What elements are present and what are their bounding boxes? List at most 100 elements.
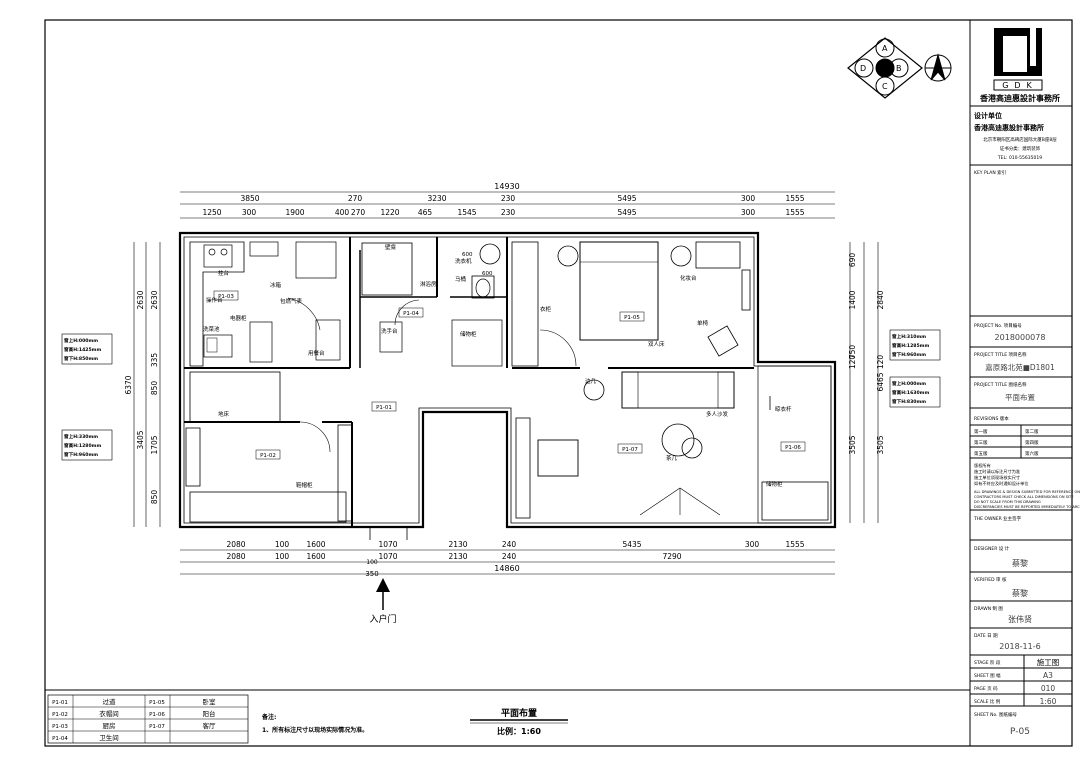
compass-c: C [882,82,888,91]
label-di-chuang: 地床 [218,410,230,418]
window-spec-bottom: 窗下H:960mm [64,451,98,458]
dim-left-inner: 850 [150,381,159,396]
compass-d: D [860,64,866,73]
entry-arrow [376,578,390,610]
plan-title: 平面布置 [501,707,537,719]
rev-5: 第五版 [974,450,988,457]
sheet-value: A3 [1043,671,1053,680]
legend-name: 卫生间 [99,733,119,742]
title-block: GDK 香港高迪惠設計事務所 设计单位 香港高迪惠設計事務所 北京市朝阳区高碑店… [970,28,1080,737]
window-spec-top: 窗上H:000mm [892,380,926,387]
logo-letters: GDK [1002,81,1038,90]
dim-top-row2: 300 [242,208,257,217]
label-xie-mao-gui: 鞋帽柜 [296,481,313,489]
legend-code: P1-01 [52,700,68,706]
dim-bottom-row1: 240 [502,540,517,549]
dim-bottom-row2: 100 [275,552,290,561]
legend-code: P1-02 [52,712,68,718]
window-spec-height: 窗高H:1425mm [64,346,101,353]
window-spec-box [889,329,941,361]
dim-bottom-small: 350 [365,570,378,578]
dim-top-row2: 1545 [457,208,476,217]
room-tag-box [255,449,281,460]
project-title-label: PROJECT TITLE 项目名称 [974,351,1027,358]
window-spec-bottom: 窗下H:830mm [892,398,926,405]
dim-right-inner: 1400 [848,290,857,309]
legend-code: P1-03 [52,724,68,730]
stage-label: STAGE 阶 段 [974,659,1001,666]
copyright-cn-line: 施工时请以标注尺寸为准 [974,468,1020,475]
drawn-name: 张伟贤 [1008,614,1032,624]
dim-bottom-row1: 1600 [306,540,325,549]
dim-right-outer: 3505 [876,435,885,454]
dim-bottom-row2: 1600 [306,552,325,561]
window-spec-top: 窗上H:000mm [64,337,98,344]
label-chu-wu-gui2: 储物柜 [766,480,783,488]
label-xi-cai-chi: 洗菜池 [203,325,220,333]
dim-top-row1: 300 [741,194,756,203]
compass-symbol [847,37,952,99]
label-bi-kan: 壁龛 [385,243,397,251]
firm-tel: TEL: 010-55635019 [997,155,1042,161]
copyright-cn: 版权所有施工时请以标注尺寸为准施工单位须现场核实尺寸如有不符应及时通知设计单位 [974,462,1028,487]
gdk-logo [993,28,1043,91]
drawing-title: 平面布置 [1005,392,1035,402]
drawing-title-label: PROJECT TITLE 图纸名称 [974,381,1027,388]
dimension-lines [133,191,879,575]
page-value: 010 [1041,684,1056,693]
dim-bottom-row1: 2130 [448,540,467,549]
room-tag-p03: P1-03 [218,294,234,300]
drawn-label: DRAWN 制 图 [974,605,1003,612]
designer-name: 蔡黎 [1012,558,1028,568]
design-unit-label: 设计单位 [974,111,1002,120]
dim-bottom-row1: 100 [275,540,290,549]
label-num600a: 600 [462,252,473,258]
dim-right-inner: 120 [848,355,857,370]
copyright-cn-line: 如有不符应及时通知设计单位 [974,480,1028,487]
copyright-en-line: DO NOT SCALE FROM THIS DRAWING [974,500,1041,504]
room-tag-box [780,441,806,452]
window-specs: 窗上H:000mm窗高H:1425mm窗下H:850mm窗上H:330mm窗高H… [61,329,941,461]
legend-name: 卧室 [203,697,217,706]
label-chu-wu-gui: 储物柜 [460,330,477,338]
dim-top-row2: 400 [335,208,350,217]
legend-name: 过道 [103,697,117,706]
rev-6: 第六版 [1025,450,1039,457]
label-dian-qi-gui: 电器柜 [230,314,247,322]
dim-bottom-row2: 1070 [378,552,397,561]
rev-1: 第一版 [974,428,988,435]
label-bao-yan-qi-biao: 包燃气表 [280,297,303,305]
compass-b: B [896,64,902,73]
dim-left-inner: 1705 [150,435,159,454]
legend-name: 客厅 [203,721,217,730]
dim-top-row2: 230 [501,208,516,217]
firm-address: 北京市朝阳区高碑店国际大厦B座8层 [983,136,1057,143]
dim-bottom-row1: 300 [745,540,760,549]
dim-left-inner: 335 [150,353,159,368]
window-spec-top: 窗上H:310mm [892,333,926,340]
label-lin-yu-fang: 淋浴房 [420,280,437,288]
sheet-border [44,19,1073,747]
scale-value: 1:60 [1040,697,1057,706]
sheet-no: P-05 [1010,727,1030,737]
stage-value: 施工图 [1037,657,1060,667]
copyright-cn-line: 版权所有 [974,462,991,469]
rev-2: 第二版 [1025,428,1039,435]
legend-code: P1-06 [149,712,165,718]
rev-3: 第三版 [974,439,988,446]
label-bing-xiang: 冰箱 [270,281,282,289]
legend-name: 厨房 [103,721,116,730]
key-plan-label: KEY PLAN 索引 [974,169,1006,176]
room-tag-p07: P1-07 [622,447,638,453]
dim-bottom-row2: 240 [502,552,517,561]
dim-top-row1: 230 [501,194,516,203]
date-label: DATE 日 期 [974,633,998,639]
room-tag-p06: P1-06 [785,445,801,451]
room-tag-p05: P1-05 [624,315,640,321]
page-label: PAGE 页 码 [974,685,998,692]
label-yi-gui2: 边几 [585,377,597,385]
label-ding-yi-gan: 晾衣杆 [775,405,792,413]
dim-top-row2: 5495 [617,208,636,217]
verified-name: 蔡黎 [1012,588,1028,598]
fixture-labels: 挂台冰箱操作台包燃气表电器柜洗菜池用餐台地床鞋帽柜壁龛淋浴房洗手台洗衣机马桶储物… [203,243,792,489]
